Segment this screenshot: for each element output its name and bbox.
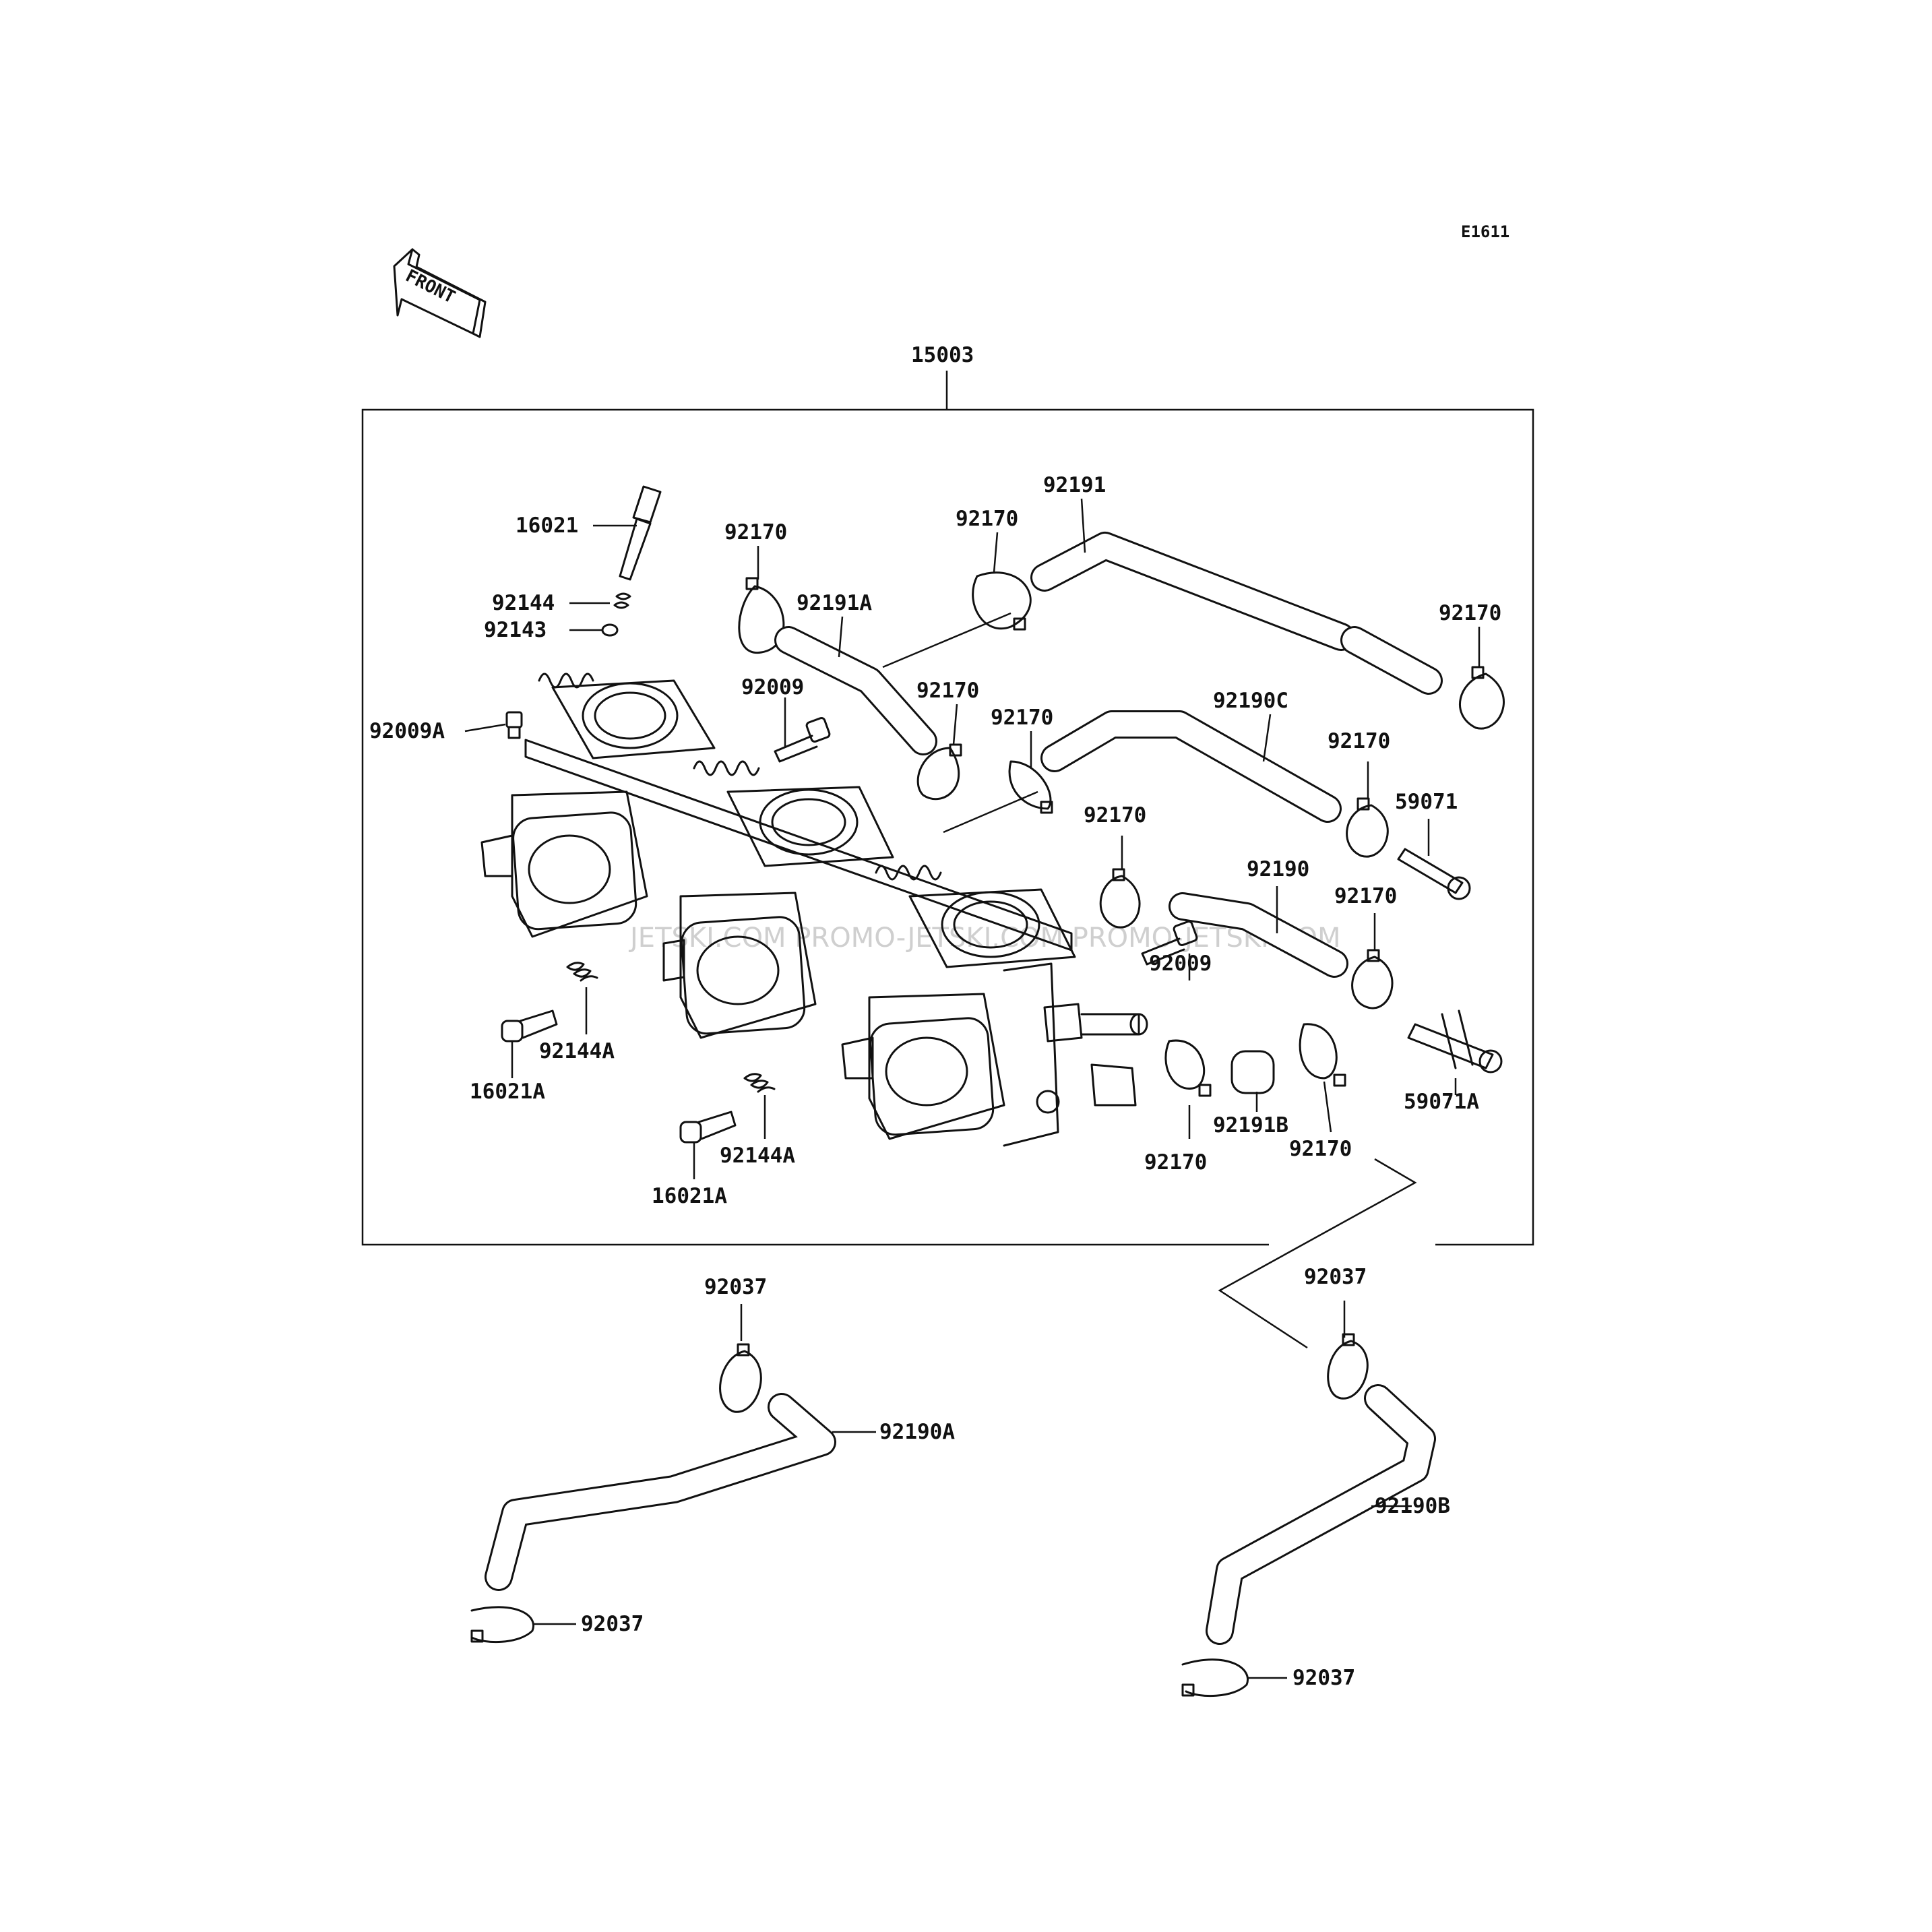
assembly-number: 15003 — [911, 343, 974, 367]
label-92190A: 92190A — [879, 1420, 955, 1444]
label-92170-c: 92170 — [916, 679, 979, 703]
label-92037-b: 92037 — [1304, 1265, 1367, 1289]
label-92037-d: 92037 — [1292, 1666, 1355, 1690]
label-92191B: 92191B — [1213, 1113, 1288, 1138]
label-59071: 59071 — [1395, 790, 1458, 814]
hose-92190 — [1168, 892, 1348, 978]
carburetor-assembly — [480, 673, 1148, 1147]
label-16021: 16021 — [516, 513, 578, 538]
label-92143: 92143 — [484, 618, 547, 642]
adjust-screw-16021 — [619, 485, 662, 581]
label-92009-top: 92009 — [741, 675, 804, 699]
label-16021A-1: 16021A — [470, 1080, 545, 1104]
label-92009A: 92009A — [369, 719, 445, 743]
clamp-92170-j — [1299, 1023, 1346, 1087]
leader-lines — [464, 498, 1481, 1679]
label-92037-c: 92037 — [581, 1612, 644, 1636]
clamp-92170-a — [738, 577, 785, 654]
label-92170-e: 92170 — [1439, 601, 1501, 625]
clamp-92170-h — [1351, 949, 1394, 1009]
label-16021A-2: 16021A — [652, 1184, 727, 1208]
hose-92190B — [1206, 1384, 1436, 1645]
hose-92190C — [1040, 710, 1342, 823]
label-92170-b: 92170 — [956, 507, 1018, 531]
label-92170-i: 92170 — [1144, 1150, 1207, 1175]
clamp-92170-d — [1008, 760, 1053, 814]
fitting-59071A — [1407, 1009, 1503, 1073]
clamp-92170-i — [1164, 1039, 1212, 1097]
label-92190: 92190 — [1247, 857, 1309, 881]
label-92170-g: 92170 — [1084, 803, 1146, 828]
clamp-92170-c — [916, 743, 962, 800]
label-92170-h: 92170 — [1334, 884, 1397, 908]
label-92144: 92144 — [492, 591, 555, 615]
fitting-59071 — [1397, 848, 1471, 900]
clamp-92170-f — [1346, 797, 1389, 858]
label-92144A-1: 92144A — [539, 1039, 615, 1063]
clamp-92037-d — [1181, 1658, 1249, 1697]
label-92191: 92191 — [1043, 473, 1106, 497]
clamp-92037-a — [719, 1343, 762, 1413]
clamp-92170-e — [1458, 666, 1505, 730]
label-59071A: 59071A — [1404, 1090, 1479, 1114]
clamp-92170-g — [1099, 868, 1141, 929]
label-92190B: 92190B — [1375, 1494, 1450, 1518]
clamp-92037-c — [470, 1606, 534, 1643]
diagram-code: E1611 — [1461, 222, 1509, 241]
front-arrow-icon: FRONT — [393, 248, 487, 338]
label-92170-d: 92170 — [991, 706, 1053, 730]
label-92037-a: 92037 — [704, 1275, 767, 1299]
hose-92190A — [485, 1393, 836, 1591]
label-92191A: 92191A — [797, 591, 872, 615]
clamp-92170-b — [972, 571, 1032, 631]
label-92009-mid: 92009 — [1149, 952, 1212, 976]
hose-92191B — [1230, 1050, 1275, 1094]
assembly-box — [361, 408, 1534, 1246]
clamp-92037-b — [1327, 1333, 1369, 1400]
part-labels: 16021 92144 92143 92009A 92009 92170 921… — [369, 473, 1501, 1690]
label-92190C: 92190C — [1213, 689, 1288, 713]
label-92170-f: 92170 — [1328, 729, 1390, 753]
label-92170-j: 92170 — [1289, 1137, 1352, 1161]
hose-92191 — [1030, 532, 1443, 695]
label-92144A-2: 92144A — [720, 1144, 795, 1168]
svg-text:FRONT: FRONT — [402, 266, 458, 308]
hose-92191A — [774, 626, 937, 755]
label-92170-a: 92170 — [724, 520, 787, 544]
